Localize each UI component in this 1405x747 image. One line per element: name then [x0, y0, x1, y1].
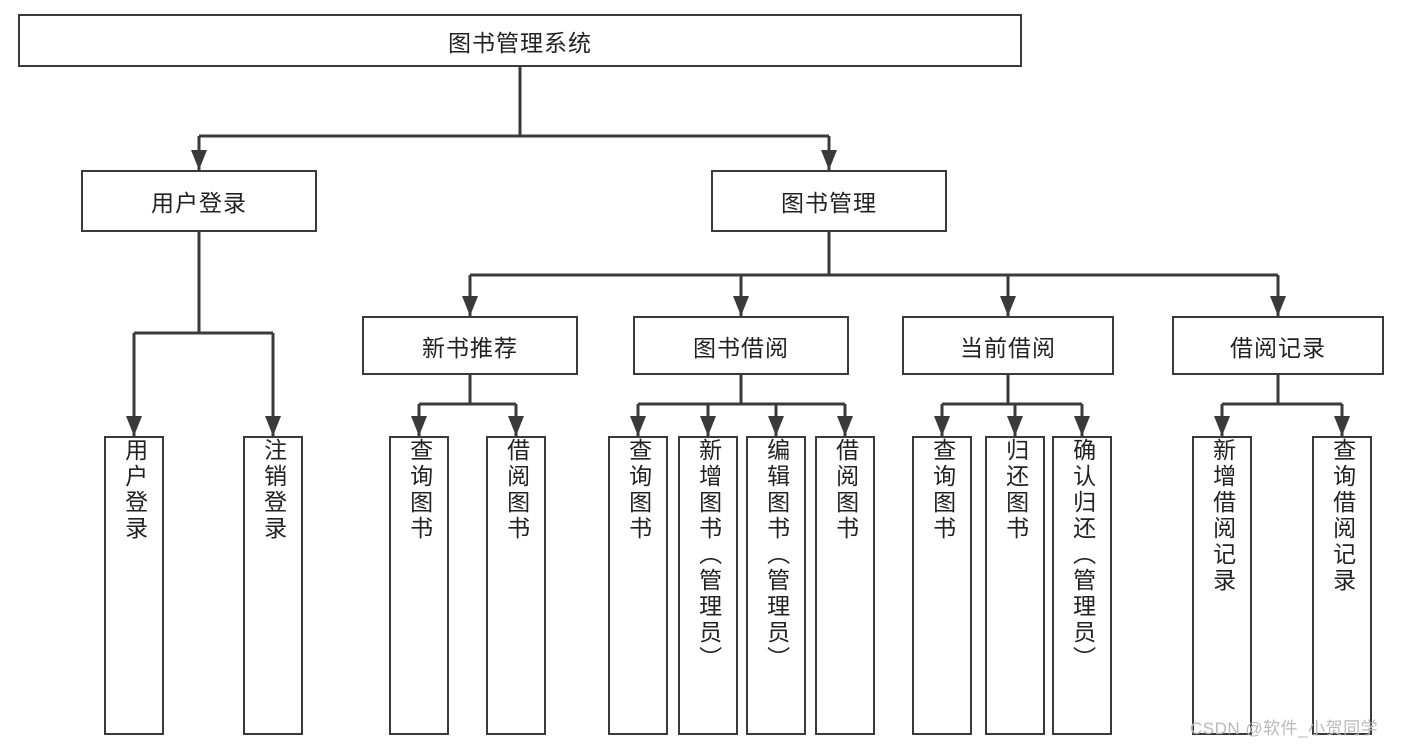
arrowhead-icon [700, 416, 716, 436]
node-l2c[interactable]: 当前借阅 [902, 316, 1114, 375]
node-label: 借阅图书 [503, 438, 530, 542]
node-l1b[interactable]: 图书管理 [711, 170, 947, 232]
arrowhead-icon [508, 416, 524, 436]
node-leaf6[interactable]: 新增图书（管理员） [678, 436, 738, 735]
node-label: 注销登录 [260, 438, 287, 542]
node-root[interactable]: 图书管理系统 [18, 14, 1022, 67]
arrowhead-icon [837, 416, 853, 436]
node-label: 确认归还（管理员） [1069, 438, 1096, 672]
node-label: 查询图书 [929, 438, 956, 542]
node-l1a[interactable]: 用户登录 [81, 170, 317, 232]
node-leaf4[interactable]: 借阅图书 [486, 436, 546, 735]
node-label: 归还图书 [1002, 438, 1029, 542]
node-l2a[interactable]: 新书推荐 [362, 316, 578, 375]
arrowhead-icon [733, 296, 749, 316]
node-leaf5[interactable]: 查询图书 [608, 436, 668, 735]
node-leaf2[interactable]: 注销登录 [243, 436, 303, 735]
node-leaf13[interactable]: 查询借阅记录 [1312, 436, 1372, 735]
arrowhead-icon [1074, 416, 1090, 436]
node-l2d[interactable]: 借阅记录 [1172, 316, 1384, 375]
arrowhead-icon [411, 416, 427, 436]
arrowhead-icon [1334, 416, 1350, 436]
node-leaf9[interactable]: 查询图书 [912, 436, 972, 735]
node-leaf10[interactable]: 归还图书 [985, 436, 1045, 735]
node-label: 查询图书 [406, 438, 433, 542]
arrowhead-icon [126, 416, 142, 436]
arrowhead-icon [768, 416, 784, 436]
arrowhead-icon [1270, 296, 1286, 316]
node-leaf11[interactable]: 确认归还（管理员） [1052, 436, 1112, 735]
arrowhead-icon [1007, 416, 1023, 436]
arrowhead-icon [821, 150, 837, 170]
node-leaf3[interactable]: 查询图书 [389, 436, 449, 735]
node-leaf8[interactable]: 借阅图书 [815, 436, 875, 735]
node-leaf7[interactable]: 编辑图书（管理员） [746, 436, 806, 735]
arrowhead-icon [191, 150, 207, 170]
node-label: 新增图书（管理员） [695, 438, 722, 672]
node-leaf12[interactable]: 新增借阅记录 [1192, 436, 1252, 735]
arrowhead-icon [462, 296, 478, 316]
arrowhead-icon [265, 416, 281, 436]
node-label: 新增借阅记录 [1209, 438, 1236, 594]
node-label: 编辑图书（管理员） [763, 438, 790, 672]
node-leaf1[interactable]: 用户登录 [104, 436, 164, 735]
arrowhead-icon [1214, 416, 1230, 436]
csdn-watermark: CSDN @软件_小贺同学 [1190, 719, 1379, 738]
node-label: 查询借阅记录 [1329, 438, 1356, 594]
node-label: 用户登录 [121, 438, 148, 542]
arrowhead-icon [630, 416, 646, 436]
node-l2b[interactable]: 图书借阅 [633, 316, 849, 375]
arrowhead-icon [934, 416, 950, 436]
node-label: 查询图书 [625, 438, 652, 542]
arrowhead-icon [1000, 296, 1016, 316]
node-label: 借阅图书 [832, 438, 859, 542]
